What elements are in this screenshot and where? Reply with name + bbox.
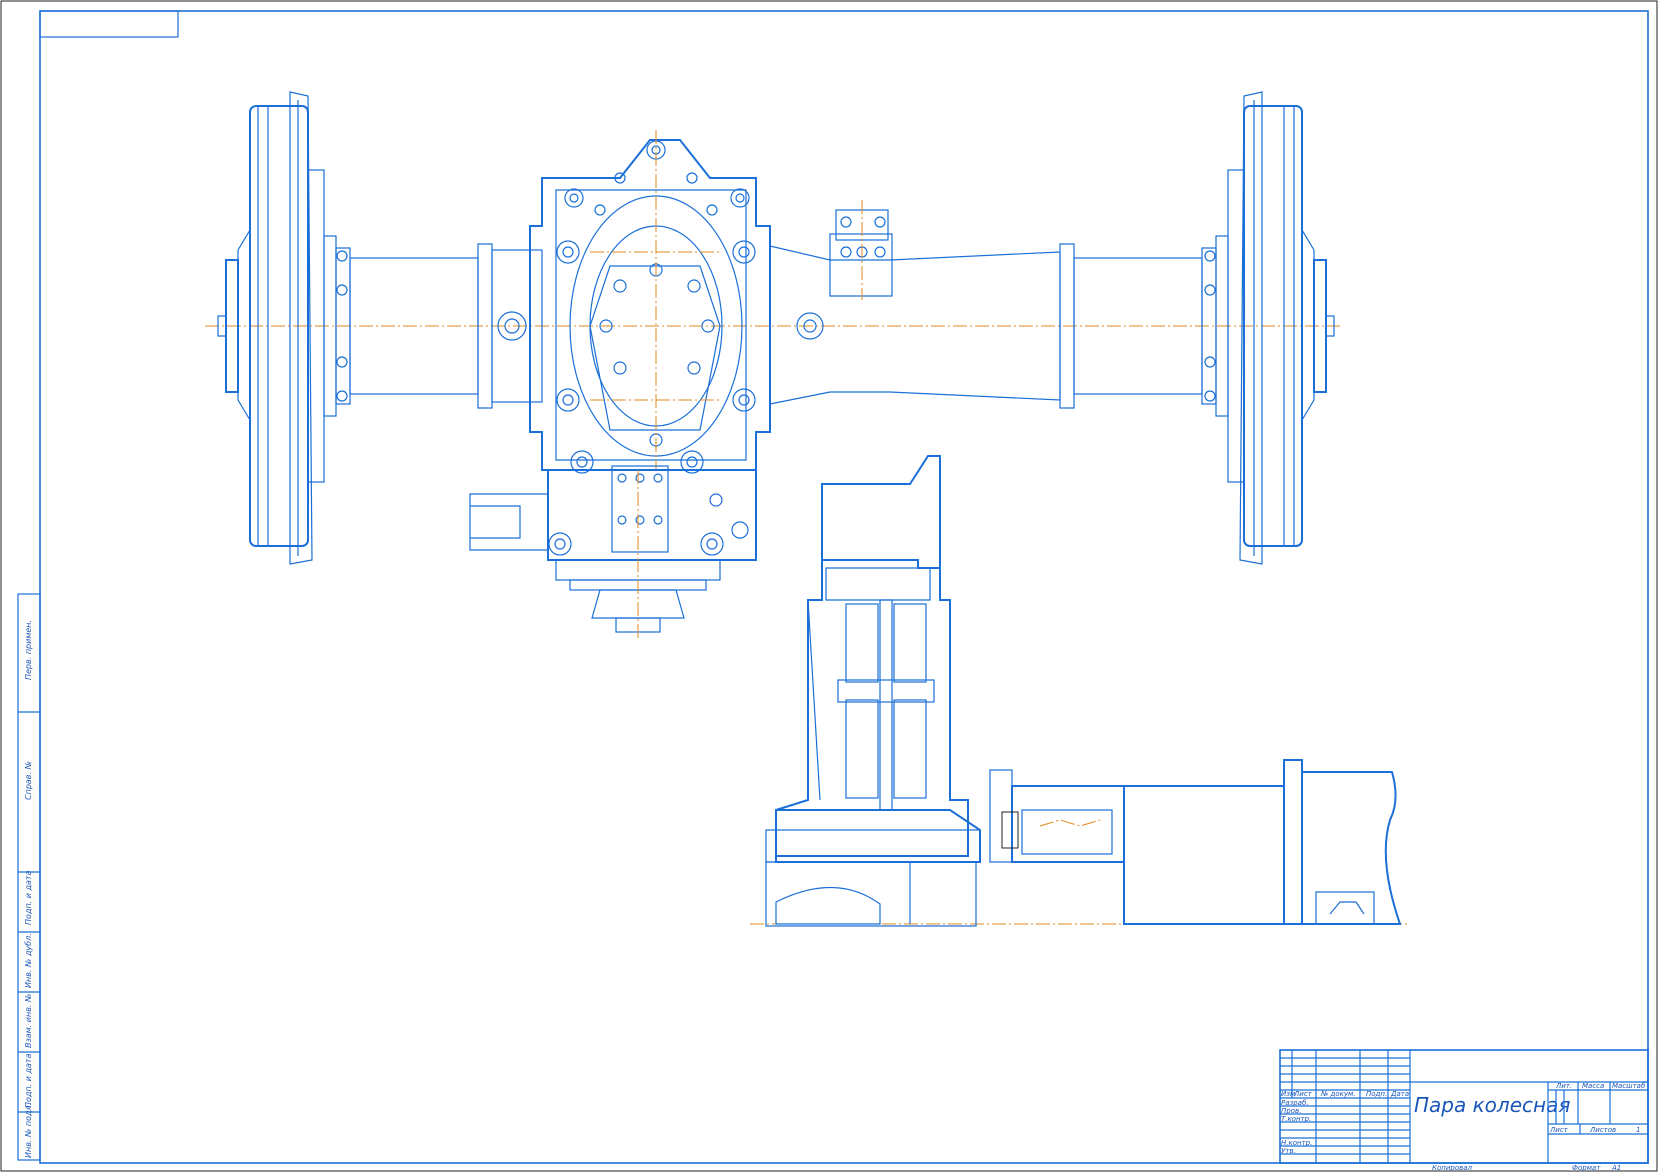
gearbox-housing [529,130,771,471]
role-checker: Пров. [1281,1107,1301,1115]
format-label: Формат [1572,1164,1601,1172]
rev-header-sheet: Лист [1293,1090,1313,1098]
rev-header-date: Дата [1390,1090,1409,1098]
reaction-rod [769,200,1061,405]
lit-label: Лит. [1555,1082,1572,1090]
gearbox-bolts [556,140,756,447]
rev-header-docno: № докум. [1320,1090,1356,1098]
drawing-title: Пара колесная [1414,1093,1570,1117]
side-stamp-2: Подп. и дата [24,870,33,925]
right-wheel [1201,91,1335,565]
role-developer: Разраб. [1281,1099,1309,1107]
wheelset-plan-view [205,91,1340,640]
side-stamp-4: Взам. инв. № [24,994,33,1048]
scale-label: Масштаб [1612,1082,1646,1090]
sheets-count: 1 [1636,1126,1640,1134]
role-tech-control: Т.контр. [1281,1115,1311,1123]
side-stamp-1: Справ. № [24,761,33,800]
rev-header-sign: Подп. [1366,1090,1387,1098]
side-stamp-0: Перв. примен. [24,620,33,680]
pinion-housing [469,450,757,640]
copied-label: Копировал [1432,1164,1473,1172]
mass-label: Масса [1582,1082,1604,1090]
title-block: Изм Лист № докум. Подп. Дата Разраб. Про… [1279,1049,1649,1172]
side-stamp-5: Подп. и дата [24,1053,33,1108]
sheet-label: Лист [1549,1126,1569,1134]
sheets-label: Листов [1589,1126,1616,1134]
rev-header-change: Изм [1281,1090,1296,1098]
role-approved: Утв. [1281,1147,1296,1155]
side-stamp-6: Инв. № подл. [24,1103,33,1158]
side-stamp-3: Инв. № дубл. [24,933,33,988]
side-stamp-column: Перв. примен. Справ. № Подп. и дата Инв.… [17,593,41,1161]
role-norm-control: Н.контр. [1281,1139,1312,1147]
wheel-section-view [750,455,1410,927]
left-wheel [217,91,351,565]
format-value: А1 [1611,1164,1621,1172]
